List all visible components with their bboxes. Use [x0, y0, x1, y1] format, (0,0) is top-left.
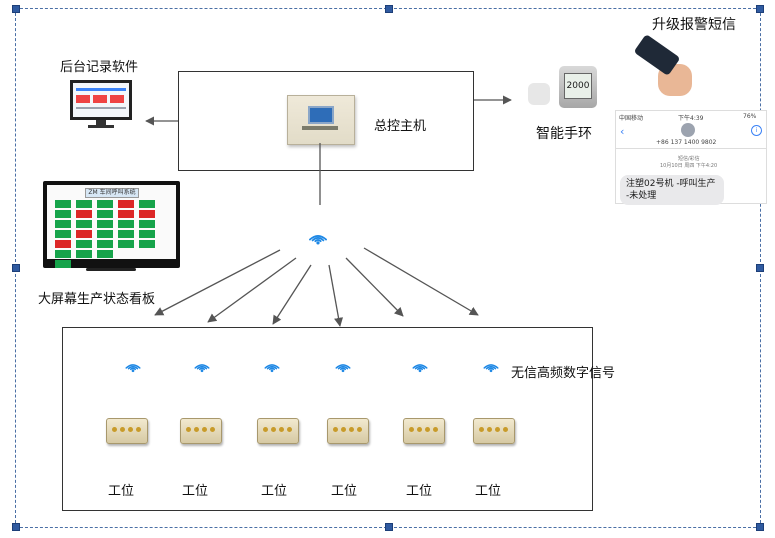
- board-status-cell: [55, 240, 71, 248]
- board-status-cell: [139, 240, 155, 248]
- smart-watch-icon: 2000: [559, 66, 597, 108]
- workstation-label: 工位: [406, 484, 433, 499]
- workstation-box: [62, 327, 593, 511]
- board-status-cell: [55, 200, 71, 208]
- sms-number: +86 137 1400 9802: [656, 139, 717, 146]
- board-status-cell: [139, 230, 155, 238]
- board-status-cell: [118, 220, 134, 228]
- board-status-cell: [139, 200, 155, 208]
- station-wifi-icon: [483, 364, 499, 373]
- sms-screen: 中国移动 下午4:39 76% ‹ i +86 137 1400 9802 短信…: [615, 110, 767, 205]
- board-status-cell: [76, 220, 92, 228]
- resize-handle[interactable]: [385, 5, 393, 13]
- resize-handle[interactable]: [12, 264, 20, 272]
- pc-stand: [96, 120, 106, 125]
- pc-monitor-icon: [70, 80, 132, 120]
- call-button-device: [257, 418, 299, 444]
- alarm-sms-label: 升级报警短信: [652, 17, 736, 33]
- back-chevron-icon[interactable]: ‹: [620, 125, 625, 138]
- board-status-cell: [76, 240, 92, 248]
- sms-carrier: 中国移动: [619, 115, 644, 122]
- workstation-label: 工位: [475, 484, 502, 499]
- station-wifi-icon: [264, 364, 280, 373]
- host-controller-box: [178, 71, 474, 171]
- host-controller-label: 总控主机: [374, 119, 427, 134]
- call-button-device: [106, 418, 148, 444]
- board-status-cell: [55, 250, 71, 258]
- board-status-cell: [118, 200, 134, 208]
- board-status-cell: [55, 210, 71, 218]
- signal-arrow: [345, 257, 404, 317]
- signal-arrow: [207, 257, 297, 323]
- board-status-cell: [118, 210, 134, 218]
- call-button-device: [180, 418, 222, 444]
- sms-date: 10月10日 周四 下午4:20: [660, 163, 718, 169]
- signal-arrow: [154, 249, 281, 316]
- watch-time: 2000: [564, 73, 592, 99]
- signal-arrow: [328, 264, 344, 327]
- board-status-cell: [97, 220, 113, 228]
- backend-software-label: 后台记录软件: [60, 60, 139, 75]
- watch-strap: [528, 83, 550, 105]
- board-status-cell: [97, 230, 113, 238]
- call-button-device: [403, 418, 445, 444]
- board-status-cell: [97, 240, 113, 248]
- call-button-device: [327, 418, 369, 444]
- board-status-cell: [139, 210, 155, 218]
- board-status-cell: [55, 220, 71, 228]
- resize-handle[interactable]: [756, 264, 764, 272]
- smart-bracelet-label: 智能手环: [536, 126, 592, 142]
- resize-handle[interactable]: [385, 523, 393, 531]
- board-status-cell: [76, 230, 92, 238]
- pc-base: [88, 125, 114, 128]
- board-status-cell: [76, 210, 92, 218]
- workstation-label: 工位: [331, 484, 358, 499]
- info-icon[interactable]: i: [751, 125, 762, 136]
- wireless-signal-label: 无信高频数字信号: [511, 366, 616, 381]
- tv-stand: [86, 268, 136, 271]
- resize-handle[interactable]: [756, 523, 764, 531]
- avatar: [681, 123, 695, 137]
- central-wireless-icon: [309, 235, 327, 245]
- resize-handle[interactable]: [12, 5, 20, 13]
- board-status-cell: [97, 210, 113, 218]
- board-status-cell: [118, 240, 134, 248]
- resize-handle[interactable]: [756, 5, 764, 13]
- sms-battery: 76%: [743, 113, 757, 120]
- station-wifi-icon: [335, 364, 351, 373]
- sms-thread-label: 短信/彩信: [678, 156, 700, 162]
- signal-arrow: [272, 264, 312, 325]
- board-status-cell: [118, 230, 134, 238]
- board-title: ZM 车间呼叫系统: [85, 188, 139, 198]
- board-status-cell: [55, 230, 71, 238]
- board-status-cell: [139, 220, 155, 228]
- board-status-cell: [97, 200, 113, 208]
- board-status-cell: [76, 250, 92, 258]
- hand-phone-icon: [633, 33, 696, 100]
- resize-handle[interactable]: [12, 523, 20, 531]
- big-screen-board-label: 大屏幕生产状态看板: [38, 292, 156, 307]
- signal-arrow: [363, 247, 479, 316]
- call-button-device: [473, 418, 515, 444]
- board-status-cell: [55, 260, 71, 268]
- station-wifi-icon: [194, 364, 210, 373]
- board-status-cell: [97, 250, 113, 258]
- host-controller-device: [287, 95, 355, 145]
- sms-bubble: 注塑02号机 -呼叫生产 -未处理: [620, 175, 724, 205]
- station-wifi-icon: [412, 364, 428, 373]
- big-screen-tv: ZM 车间呼叫系统: [43, 181, 180, 268]
- sms-time: 下午4:39: [678, 115, 704, 122]
- workstation-label: 工位: [182, 484, 209, 499]
- workstation-label: 工位: [261, 484, 288, 499]
- board-status-cell: [76, 200, 92, 208]
- workstation-label: 工位: [108, 484, 135, 499]
- station-wifi-icon: [125, 364, 141, 373]
